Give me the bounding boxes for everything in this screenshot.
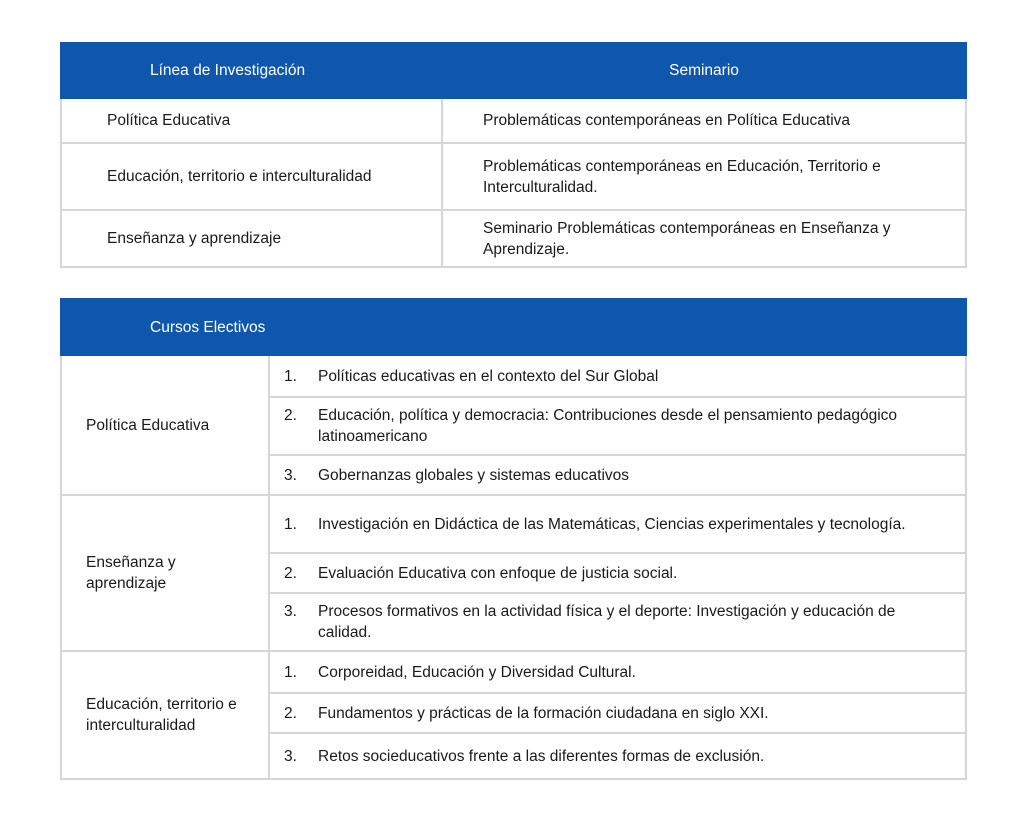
table-header-row: Cursos Electivos bbox=[60, 298, 967, 356]
course-number: 1. bbox=[284, 515, 297, 533]
course-cell: 1. Políticas educativas en el contexto de… bbox=[268, 354, 967, 398]
seminar-cell: Problemáticas contemporáneas en Educació… bbox=[441, 142, 967, 211]
table-row: Enseñanza y aprendizaje Seminario Proble… bbox=[60, 209, 967, 268]
table-row: Educación, territorio e interculturalida… bbox=[60, 650, 967, 780]
research-line-cell: Política Educativa bbox=[60, 97, 443, 144]
header-elective-courses: Cursos Electivos bbox=[60, 298, 967, 356]
course-cell: 3. Gobernanzas globales y sistemas educat… bbox=[268, 454, 967, 496]
course-title: Fundamentos y prácticas de la formación … bbox=[318, 704, 769, 722]
course-cell: 1. Corporeidad, Educación y Diversidad Cu… bbox=[268, 650, 967, 694]
table-row: Educación, territorio e interculturalida… bbox=[60, 142, 967, 211]
table-row: 3. Retos socieducativos frente a las dife… bbox=[61, 732, 967, 780]
course-title: Procesos formativos en la actividad físi… bbox=[318, 603, 896, 641]
table-row: 3. Procesos formativos en la actividad fí… bbox=[61, 592, 967, 652]
table-row: 2. Educación, política y democracia: Cont… bbox=[61, 396, 967, 456]
course-number: 2. bbox=[284, 704, 297, 722]
header-seminar: Seminario bbox=[441, 42, 967, 99]
course-number: 1. bbox=[284, 663, 297, 681]
course-number: 3. bbox=[284, 466, 297, 484]
course-number: 2. bbox=[284, 407, 297, 424]
course-title: Políticas educativas en el contexto del … bbox=[318, 367, 659, 385]
course-title: Investigación en Didáctica de las Matemá… bbox=[318, 515, 906, 533]
course-number: 1. bbox=[284, 367, 297, 385]
course-cell: 1. Investigación en Didáctica de las Mate… bbox=[268, 494, 967, 554]
course-group-cell: Educación, territorio e interculturalida… bbox=[60, 650, 270, 780]
course-number: 3. bbox=[284, 603, 297, 620]
course-number: 3. bbox=[284, 747, 297, 765]
course-number: 2. bbox=[284, 564, 297, 582]
course-title: Gobernanzas globales y sistemas educativ… bbox=[318, 466, 630, 484]
course-cell: 3. Procesos formativos en la actividad fí… bbox=[268, 592, 967, 652]
course-group-cell: Política Educativa bbox=[60, 354, 270, 496]
course-title: Educación, política y democracia: Contri… bbox=[318, 407, 898, 445]
header-research-line: Línea de Investigación bbox=[60, 42, 443, 99]
table-row: 2. Fundamentos y prácticas de la formació… bbox=[61, 692, 967, 734]
course-group-cell: Enseñanza y aprendizaje bbox=[60, 494, 270, 652]
course-title: Evaluación Educativa con enfoque de just… bbox=[318, 564, 678, 582]
research-lines-table: Línea de Investigación Seminario Polític… bbox=[60, 42, 967, 268]
seminar-cell: Problemáticas contemporáneas en Política… bbox=[441, 97, 967, 144]
table-row: 3. Gobernanzas globales y sistemas educat… bbox=[61, 454, 967, 496]
table-header-row: Línea de Investigación Seminario bbox=[60, 42, 967, 99]
course-cell: 2. Fundamentos y prácticas de la formació… bbox=[268, 692, 967, 734]
course-title: Corporeidad, Educación y Diversidad Cult… bbox=[318, 663, 636, 681]
course-cell: 2. Evaluación Educativa con enfoque de ju… bbox=[268, 552, 967, 594]
table-row: Política Educativa 1. Políticas educativa… bbox=[60, 354, 967, 496]
table-row: Enseñanza y aprendizaje 1. Investigación … bbox=[60, 494, 967, 652]
elective-courses-table: Cursos Electivos Política Educativa 1.Po… bbox=[60, 298, 967, 780]
table-row: Política Educativa Problemáticas contemp… bbox=[60, 97, 967, 144]
course-cell: 3. Retos socieducativos frente a las dife… bbox=[268, 732, 967, 780]
course-title: Retos socieducativos frente a las difere… bbox=[318, 747, 765, 765]
seminar-cell: Seminario Problemáticas contemporáneas e… bbox=[441, 209, 967, 268]
research-line-cell: Educación, territorio e interculturalida… bbox=[60, 142, 443, 211]
research-line-cell: Enseñanza y aprendizaje bbox=[60, 209, 443, 268]
course-cell: 2. Educación, política y democracia: Cont… bbox=[268, 396, 967, 456]
table-row: 2. Evaluación Educativa con enfoque de ju… bbox=[61, 552, 967, 594]
